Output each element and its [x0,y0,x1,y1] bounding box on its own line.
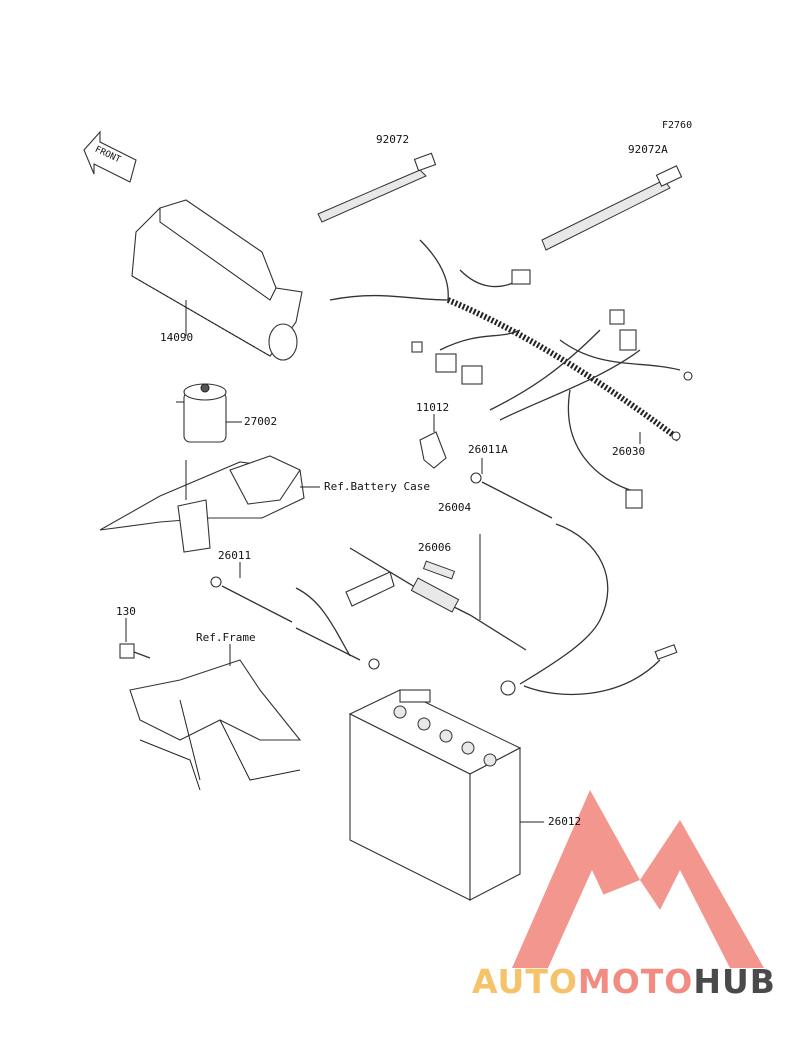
part-label-26030: 26030 [612,445,646,458]
figure-code: F2760 [662,120,693,131]
watermark-part-1: AUTO [472,962,578,1001]
ref-label-battery-case: Ref.Battery Case [324,480,430,493]
bolt-130 [119,618,151,659]
part-label-26004: 26004 [438,501,472,514]
front-arrow-icon [83,130,137,183]
automotohub-logo [512,790,764,968]
watermark-text: AUTOMOTOHUB [472,962,776,1001]
battery-26012 [348,689,544,901]
part-label-26006: 26006 [418,541,452,554]
cover-14090 [131,199,303,361]
cable-26011 [210,562,380,670]
part-label-27002: 27002 [244,415,278,428]
battery-case-bracket [99,455,320,553]
part-label-92072: 92072 [376,133,410,146]
cable-tie-92072A [541,165,683,251]
ref-label-frame: Ref.Frame [196,631,256,644]
cable-26004 [345,534,527,651]
watermark-part-3: HUB [693,962,776,1001]
part-label-11012: 11012 [416,401,450,414]
part-label-130: 130 [116,605,136,618]
part-label-26012: 26012 [548,815,582,828]
cable-26011A [470,458,678,696]
part-label-26011A: 26011A [468,443,508,456]
part-label-26011: 26011 [218,549,252,562]
frame [129,644,302,791]
relay-27002 [176,383,242,443]
cable-tie-92072 [317,152,437,223]
part-label-92072A: 92072A [628,143,668,156]
main-harness-26030 [329,239,693,509]
boot-11012 [419,414,447,469]
fuse-26006 [422,560,456,580]
part-label-14090: 14090 [160,331,194,344]
watermark-part-2: MOTO [577,962,694,1001]
